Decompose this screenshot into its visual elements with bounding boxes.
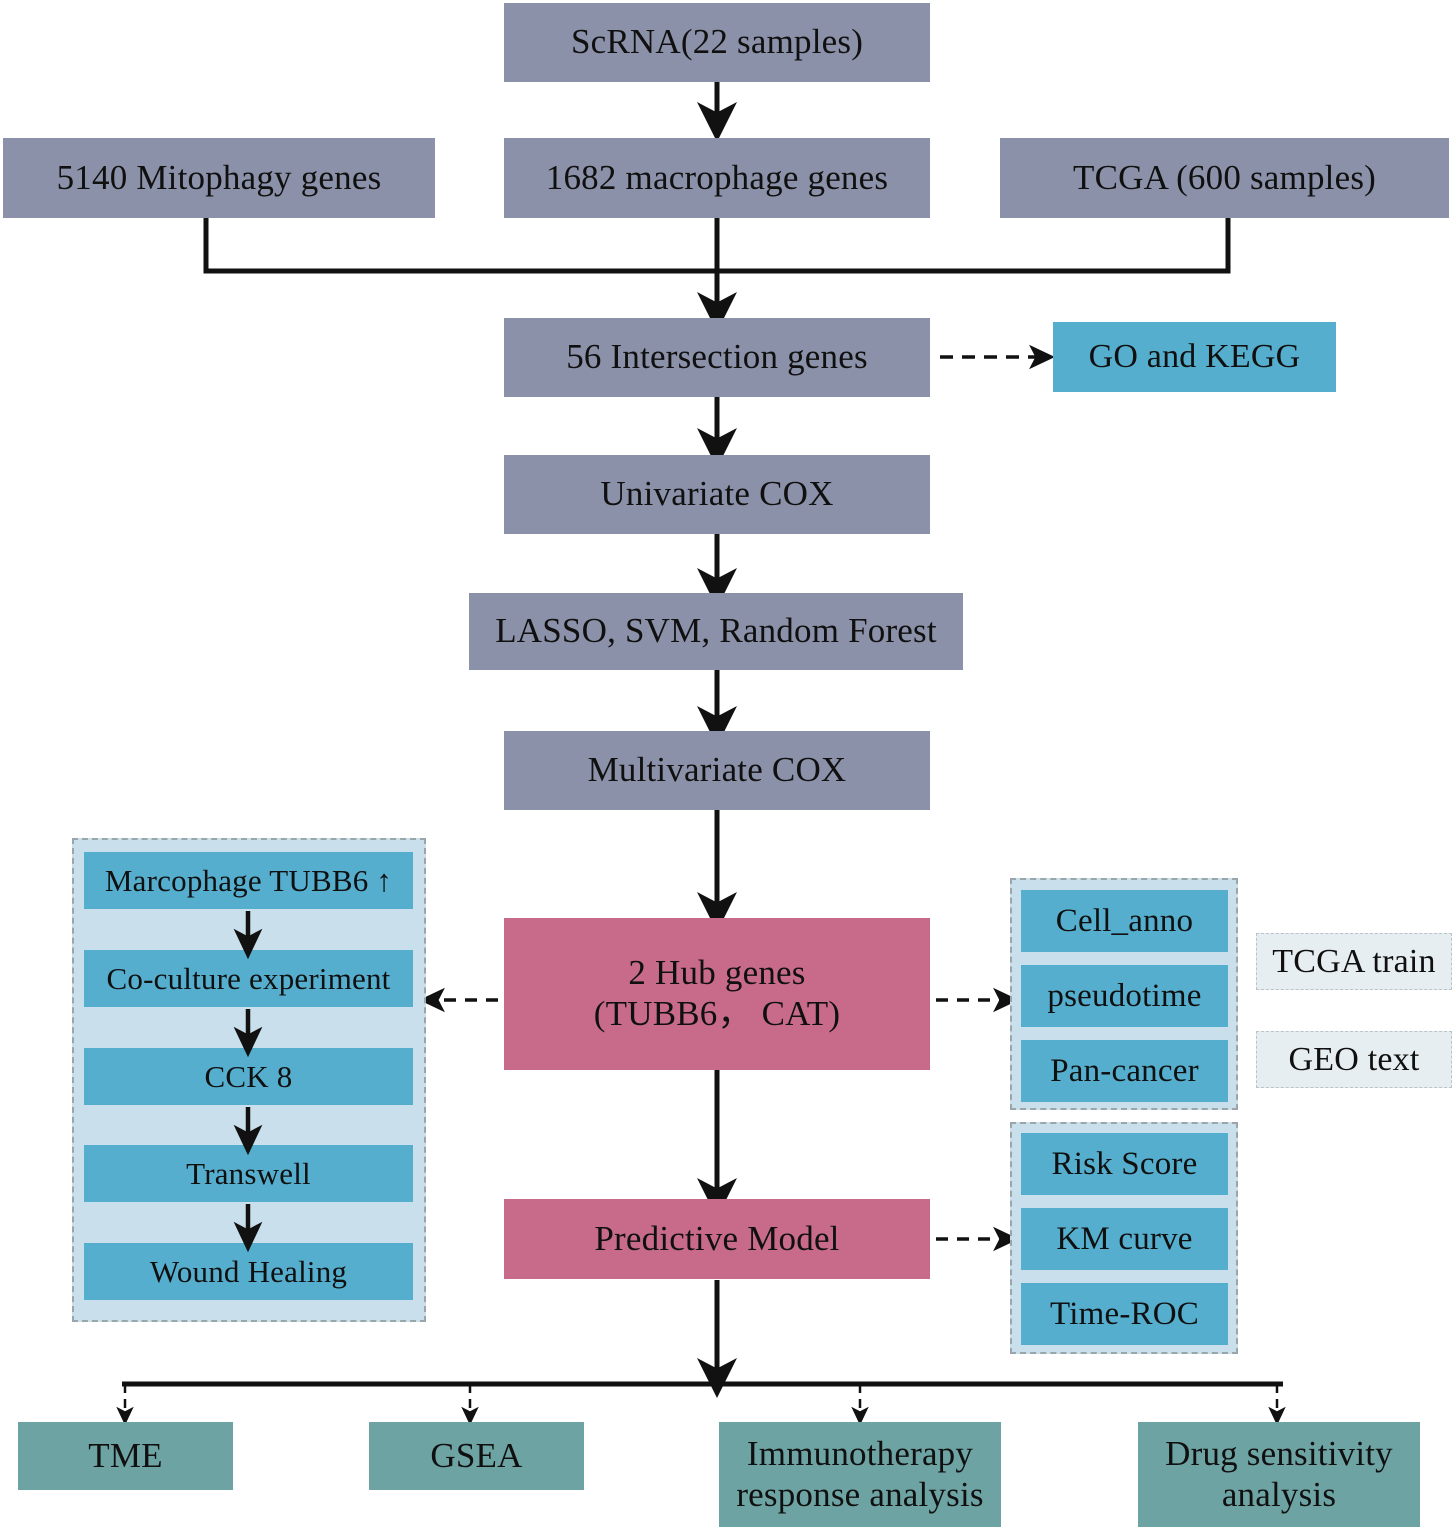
node-predictive-model[interactable]: Predictive Model — [504, 1199, 930, 1279]
downstream-drug-sensitivity[interactable]: Drug sensitivity analysis — [1138, 1422, 1420, 1527]
node-go-kegg[interactable]: GO and KEGG — [1053, 322, 1336, 392]
node-tcga-samples[interactable]: TCGA (600 samples) — [1000, 138, 1449, 218]
singlecell-item-2[interactable]: Pan-cancer — [1021, 1040, 1228, 1102]
downstream-immunotherapy-line-1: Immunotherapy — [746, 1433, 974, 1473]
node-intersection-genes[interactable]: 56 Intersection genes — [504, 318, 930, 397]
downstream-gsea[interactable]: GSEA — [369, 1422, 584, 1490]
node-macrophage-genes[interactable]: 1682 macrophage genes — [504, 138, 930, 218]
node-multivariate-cox[interactable]: Multivariate COX — [504, 731, 930, 810]
bus-bottom-distribute — [116, 1381, 1286, 1426]
experiment-step-4[interactable]: Wound Healing — [84, 1243, 413, 1300]
experiment-step-0[interactable]: Marcophage TUBB6 ↑ — [84, 852, 413, 909]
experiment-step-2[interactable]: CCK 8 — [84, 1048, 413, 1105]
experiment-step-1[interactable]: Co-culture experiment — [84, 950, 413, 1007]
singlecell-item-1[interactable]: pseudotime — [1021, 965, 1228, 1027]
node-scrna[interactable]: ScRNA(22 samples) — [504, 3, 930, 82]
singlecell-item-0[interactable]: Cell_anno — [1021, 890, 1228, 952]
validation-item-1[interactable]: KM curve — [1021, 1208, 1228, 1270]
downstream-tme[interactable]: TME — [18, 1422, 233, 1490]
validation-item-2[interactable]: Time-ROC — [1021, 1283, 1228, 1345]
node-hub-genes[interactable]: 2 Hub genes (TUBB6， CAT) — [504, 918, 930, 1070]
cohort-tcga-train[interactable]: TCGA train — [1256, 933, 1452, 990]
hub-genes-line-2: (TUBB6， CAT) — [593, 994, 841, 1033]
cohort-geo-text[interactable]: GEO text — [1256, 1031, 1452, 1088]
downstream-immunotherapy-line-2: response analysis — [736, 1474, 984, 1514]
node-mitophagy-genes[interactable]: 5140 Mitophagy genes — [3, 138, 435, 218]
experiment-step-3[interactable]: Transwell — [84, 1145, 413, 1202]
bus-top-merge — [203, 218, 1231, 332]
downstream-drug-line-2: analysis — [1221, 1474, 1337, 1514]
node-ml-models[interactable]: LASSO, SVM, Random Forest — [469, 593, 963, 670]
downstream-drug-line-1: Drug sensitivity — [1165, 1433, 1393, 1473]
hub-genes-line-1: 2 Hub genes — [628, 953, 806, 993]
node-univariate-cox[interactable]: Univariate COX — [504, 455, 930, 534]
validation-item-0[interactable]: Risk Score — [1021, 1133, 1228, 1195]
downstream-immunotherapy[interactable]: Immunotherapy response analysis — [719, 1422, 1001, 1527]
